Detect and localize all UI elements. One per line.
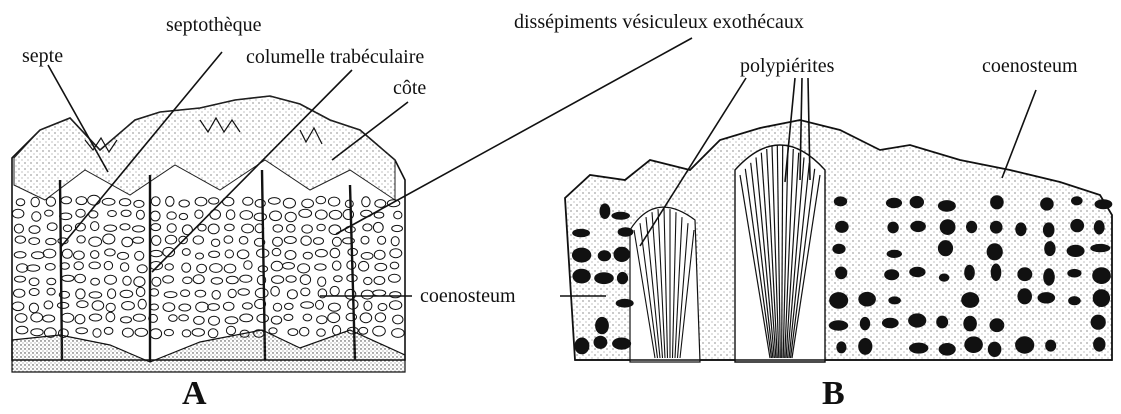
coenosteum-pore xyxy=(618,227,634,236)
coenosteum-pore xyxy=(1090,244,1110,252)
coenosteum-pore xyxy=(966,221,977,233)
coenosteum-pore xyxy=(990,318,1005,332)
leader-coenosteum-b xyxy=(1002,90,1036,178)
coenosteum-pore xyxy=(572,248,591,263)
coenosteum-pore xyxy=(617,272,628,284)
coenosteum-pore xyxy=(991,264,1002,282)
coenosteum-pore xyxy=(1092,267,1111,284)
coenosteum-pore xyxy=(611,212,630,220)
panel-b-drawing xyxy=(565,120,1112,362)
coenosteum-pore xyxy=(1094,220,1105,234)
coenosteum-pore xyxy=(1043,222,1055,237)
label-coenosteum-a: coenosteum xyxy=(420,285,516,307)
coenosteum-pore xyxy=(614,247,631,262)
coenosteum-pore xyxy=(1067,269,1081,278)
coenosteum-pore xyxy=(961,292,979,308)
coenosteum-pore xyxy=(1093,289,1110,307)
coenosteum-pore xyxy=(860,317,870,330)
coenosteum-pore xyxy=(888,296,901,304)
coenosteum-pore xyxy=(836,341,846,353)
coenosteum-pore xyxy=(612,338,631,350)
coenosteum-pore xyxy=(990,195,1004,209)
coenosteum-pore xyxy=(987,243,1003,260)
coenosteum-pore xyxy=(1017,288,1032,304)
label-coenosteum-b: coenosteum xyxy=(982,55,1078,77)
coenosteum-pore xyxy=(887,250,902,258)
coenosteum-pore xyxy=(835,267,847,280)
coenosteum-pore xyxy=(938,200,956,212)
coenosteum-pore xyxy=(964,336,983,353)
coenosteum-pore xyxy=(858,292,876,307)
coenosteum-pore xyxy=(1091,315,1106,330)
coenosteum-pore xyxy=(910,221,926,232)
coenosteum-pore xyxy=(938,240,953,256)
coenosteum-pore xyxy=(832,244,845,254)
coenosteum-pore xyxy=(1071,196,1083,205)
coenosteum-pore xyxy=(939,274,950,282)
coenosteum-pore xyxy=(887,222,898,234)
label-dissepiments: dissépiments vésiculeux exothécaux xyxy=(514,11,804,33)
coenosteum-pore xyxy=(963,316,977,332)
coenosteum-pore xyxy=(909,267,925,277)
coenosteum-pore xyxy=(1095,199,1113,209)
coenosteum-pore xyxy=(595,317,609,334)
coenosteum-pore xyxy=(886,198,902,208)
coenosteum-pore xyxy=(939,343,956,356)
coenosteum-pore xyxy=(594,336,608,349)
coenosteum-pore xyxy=(964,265,975,281)
label-columelle: columelle trabéculaire xyxy=(246,46,424,68)
coenosteum-pore xyxy=(598,250,611,261)
panel-letter-a: A xyxy=(182,376,207,412)
panel-letter-b: B xyxy=(822,376,845,412)
coenosteum-pore xyxy=(990,221,1003,234)
coenosteum-pore xyxy=(936,316,948,329)
coenosteum-pore xyxy=(1067,245,1085,257)
coenosteum-pore xyxy=(910,196,924,208)
coenosteum-pore xyxy=(572,269,590,284)
label-septotheque: septothèque xyxy=(166,14,262,36)
coenosteum-pore xyxy=(1070,219,1084,232)
label-septe: septe xyxy=(22,45,63,67)
coenosteum-pore xyxy=(1015,336,1034,353)
coenosteum-pore xyxy=(858,338,872,355)
coenosteum-pore xyxy=(1017,267,1032,281)
coenosteum-pore xyxy=(884,269,899,280)
coenosteum-pore xyxy=(1043,268,1055,285)
coenosteum-pore xyxy=(834,196,847,206)
coenosteum-pore xyxy=(882,318,899,329)
label-cote: côte xyxy=(393,77,426,99)
coenosteum-pore xyxy=(1015,222,1026,236)
coenosteum-pore xyxy=(572,229,590,238)
coenosteum-pore xyxy=(909,343,928,354)
coenosteum-pore xyxy=(574,338,589,355)
coenosteum-pore xyxy=(908,313,926,327)
coenosteum-pore xyxy=(829,292,848,309)
coenosteum-pore xyxy=(835,221,849,233)
coenosteum-pore xyxy=(600,203,611,219)
coenosteum-pore xyxy=(988,342,1002,357)
coenosteum-pore xyxy=(1045,340,1056,352)
coenosteum-pore xyxy=(616,299,634,308)
coenosteum-pore xyxy=(940,219,956,235)
coenosteum-pore xyxy=(594,272,614,284)
coenosteum-pore xyxy=(1038,292,1056,303)
label-polypierites: polypiérites xyxy=(740,55,834,77)
coenosteum-pore xyxy=(1093,337,1105,352)
coenosteum-pore xyxy=(1044,241,1055,256)
coenosteum-pore xyxy=(1068,296,1081,305)
coenosteum-pore xyxy=(1040,197,1054,210)
coenosteum-pore xyxy=(829,320,848,330)
